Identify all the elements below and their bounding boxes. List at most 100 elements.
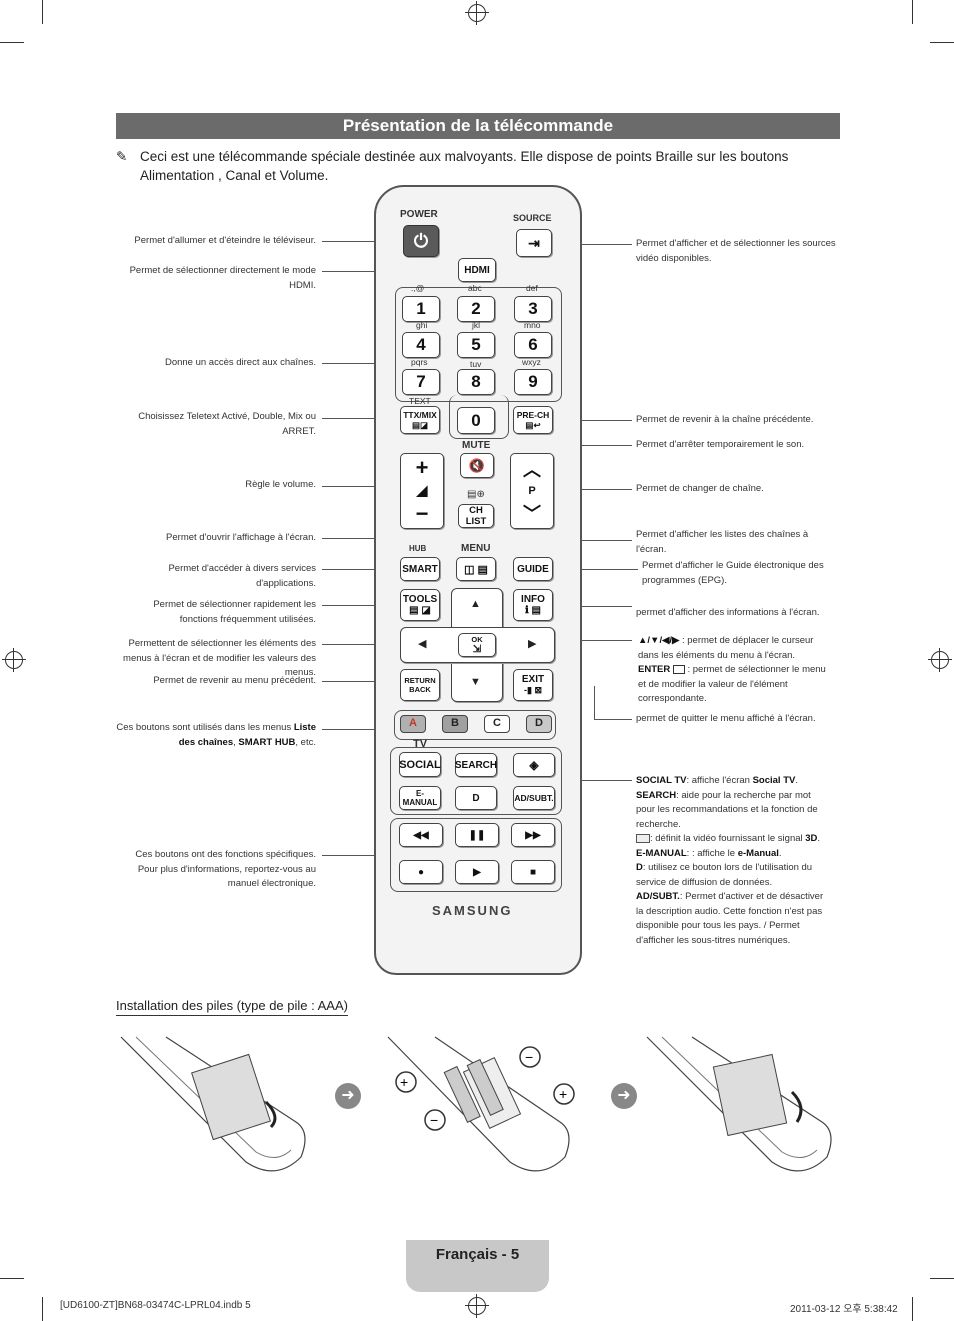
- key-2[interactable]: 2: [457, 296, 495, 322]
- svg-text:+: +: [400, 1074, 408, 1090]
- 3d-em: 3D: [805, 833, 818, 844]
- adsubt-key: AD/SUBT.: [636, 891, 680, 902]
- nav-arrows-label: ▲/▼/◀/▶: [638, 635, 680, 646]
- exit-button[interactable]: EXIT-▮ ⊠: [513, 669, 553, 701]
- annotation-color-buttons: Ces boutons sont utilisés dans les menus…: [110, 721, 316, 750]
- emanual-end: .: [778, 847, 782, 859]
- key-letters: def: [526, 283, 538, 293]
- nav-right-button[interactable]: ▶: [528, 638, 537, 650]
- hub-label: HUB: [409, 544, 427, 553]
- fast-forward-button[interactable]: ▶▶: [511, 823, 555, 847]
- chlist-icon: ▤⊕: [467, 489, 485, 500]
- registration-mark-icon: [465, 1, 489, 25]
- leader-line: [322, 729, 390, 730]
- pause-button[interactable]: ❚❚: [455, 823, 499, 847]
- social-tv-button[interactable]: SOCIAL: [399, 752, 441, 777]
- ok-enter-button[interactable]: OK⇲: [458, 633, 496, 657]
- annotation-mute: Permet d'arrêter temporairement le son.: [636, 439, 805, 450]
- tools-icon: ▤ ◪: [409, 605, 431, 616]
- power-icon: ⏻: [413, 230, 429, 251]
- nav-enter-text: : permet de sélectionner le menu et de m…: [638, 664, 826, 704]
- key-letters: .,@: [411, 283, 425, 293]
- channel-rocker[interactable]: ︿ P ﹀: [510, 453, 554, 529]
- annotation-chlist: Permet d'afficher les listes des chaînes…: [636, 529, 809, 555]
- play-button[interactable]: ▶: [455, 860, 499, 884]
- svg-text:−: −: [430, 1112, 438, 1128]
- leader-line: [322, 855, 390, 856]
- samsung-logo: SAMSUNG: [432, 903, 513, 918]
- mute-button[interactable]: 🔇: [460, 453, 494, 478]
- color-button-c[interactable]: C: [484, 715, 510, 733]
- record-button[interactable]: ●: [399, 860, 443, 884]
- hdmi-button[interactable]: HDMI: [458, 258, 496, 282]
- power-label: POWER: [400, 209, 438, 220]
- annotation-hdmi: Permet de sélectionner directement le mo…: [129, 265, 316, 291]
- smart-hub-button[interactable]: SMART: [400, 557, 440, 581]
- enter-icon: [672, 664, 685, 674]
- rewind-button[interactable]: ◀◀: [399, 823, 443, 847]
- e-manual-button[interactable]: E-MANUAL: [399, 786, 441, 810]
- social-end: .: [795, 775, 798, 786]
- 3d-button[interactable]: ◈: [513, 753, 555, 777]
- tools-button[interactable]: TOOLS▤ ◪: [400, 589, 440, 621]
- annotation-source: Permet d'afficher et de sélectionner les…: [636, 238, 836, 264]
- key-1[interactable]: 1: [402, 296, 440, 322]
- ad-subt-button[interactable]: AD/SUBT.: [513, 786, 555, 810]
- return-label: RETURN: [404, 676, 436, 685]
- key-letters: tuv: [470, 359, 482, 369]
- battery-section-title: Installation des piles (type de pile : A…: [116, 998, 348, 1016]
- key-4[interactable]: 4: [402, 332, 440, 358]
- arrow-right-icon: ➜: [611, 1083, 637, 1109]
- color-buttons-group: [394, 710, 556, 740]
- key-3[interactable]: 3: [514, 296, 552, 322]
- source-button[interactable]: ⇥: [516, 229, 552, 257]
- crop-mark: [42, 0, 43, 24]
- leader-line: [322, 605, 400, 606]
- arrow-right-icon: ➜: [335, 1083, 361, 1109]
- key-letters: mno: [524, 320, 541, 330]
- color-button-b[interactable]: B: [442, 715, 468, 733]
- annotation-power: Permet d'allumer et d'éteindre le télévi…: [134, 235, 316, 246]
- guide-button[interactable]: GUIDE: [513, 557, 553, 581]
- key-8[interactable]: 8: [457, 369, 495, 395]
- ch-list-button[interactable]: CH LIST: [458, 504, 494, 528]
- rewind-icon: ◀◀: [413, 829, 429, 841]
- zero-key-group: [449, 395, 509, 439]
- annotation-numbers: Donne un accès direct aux chaînes.: [164, 357, 316, 368]
- d-button[interactable]: D: [455, 786, 497, 810]
- volume-down-icon: −: [415, 501, 429, 527]
- annotation-navigation: ▲/▼/◀/▶ : permet de déplacer le curseur …: [638, 634, 834, 707]
- key-6[interactable]: 6: [514, 332, 552, 358]
- color-note-tail: , etc.: [295, 736, 316, 748]
- key-9[interactable]: 9: [514, 369, 552, 395]
- d-text: : utilisez ce bouton lors de l'utilisati…: [636, 862, 813, 888]
- intro-note: ✎Ceci est une télécommande spéciale dest…: [116, 147, 816, 185]
- nav-left-button[interactable]: ◀: [418, 638, 427, 650]
- key-5[interactable]: 5: [457, 332, 495, 358]
- nav-down-button[interactable]: ▼: [470, 676, 481, 688]
- pen-note-icon: ✎: [116, 149, 128, 164]
- prech-icon: ▤↩: [525, 419, 541, 430]
- color-button-d[interactable]: D: [526, 715, 552, 733]
- battery-step-1-illustration: [120, 1036, 306, 1172]
- stop-button[interactable]: ■: [511, 860, 555, 884]
- color-button-a[interactable]: A: [400, 715, 426, 733]
- battery-step-3-illustration: [646, 1036, 832, 1172]
- power-button[interactable]: ⏻: [403, 225, 439, 257]
- nav-up-button[interactable]: ▲: [470, 598, 481, 610]
- leader-line: [594, 686, 595, 719]
- key-7[interactable]: 7: [402, 369, 440, 395]
- ok-label: OK: [471, 635, 483, 644]
- ttx-mix-button[interactable]: TTX/MIX▤◪: [400, 406, 440, 434]
- pre-ch-button[interactable]: PRE-CH▤↩: [513, 406, 553, 434]
- menu-button[interactable]: ◫ ▤: [456, 557, 496, 581]
- key-letters: pqrs: [411, 357, 428, 367]
- leader-line: [552, 244, 632, 245]
- search-button[interactable]: SEARCH: [455, 753, 497, 777]
- leader-line: [322, 569, 400, 570]
- crop-mark: [930, 42, 954, 43]
- key-0[interactable]: 0: [457, 407, 495, 434]
- volume-rocker[interactable]: + ◢ −: [400, 453, 444, 529]
